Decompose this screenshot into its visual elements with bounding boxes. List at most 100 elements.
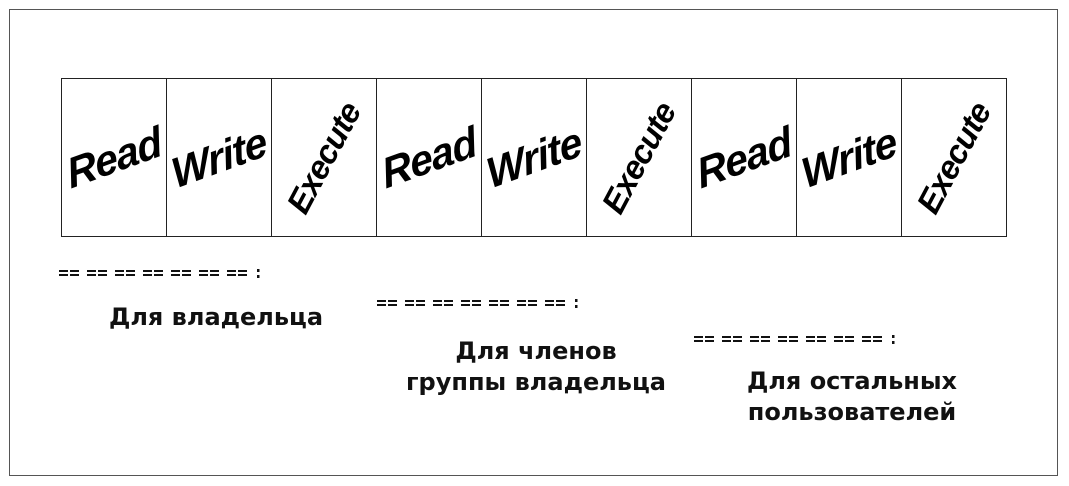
dash-mark	[545, 304, 554, 306]
permission-label: Execute	[909, 95, 998, 219]
dash-mark	[528, 304, 537, 306]
dash-mark	[517, 300, 526, 302]
dash-mark	[70, 274, 79, 276]
dash-mark	[143, 274, 152, 276]
dash-mark	[377, 300, 386, 302]
colon-mark	[892, 335, 895, 338]
permission-label: Write	[482, 116, 586, 198]
dash-mark	[705, 336, 714, 338]
others-read-cell: Read	[692, 79, 797, 236]
dash-mark	[433, 304, 442, 306]
dash-mark	[115, 274, 124, 276]
owner-write-cell: Write	[167, 79, 272, 236]
dash-mark	[143, 270, 152, 272]
dash-mark	[154, 274, 163, 276]
dash-mark	[517, 304, 526, 306]
group-dashed-bracket	[375, 297, 695, 311]
dash-mark	[444, 304, 453, 306]
dash-mark	[70, 270, 79, 272]
dash-mark	[227, 274, 236, 276]
dash-mark	[722, 340, 731, 342]
dash-mark	[761, 336, 770, 338]
colon-mark	[257, 275, 260, 278]
group-read-cell: Read	[377, 79, 482, 236]
dash-mark	[472, 304, 481, 306]
dash-mark	[388, 304, 397, 306]
dash-mark	[817, 340, 826, 342]
dash-mark	[694, 340, 703, 342]
colon-mark	[892, 341, 895, 344]
owner-dashed-bracket	[57, 267, 377, 281]
dash-mark	[845, 336, 854, 338]
permission-label: Read	[377, 116, 481, 198]
dash-mark	[461, 300, 470, 302]
group-execute-cell: Execute	[587, 79, 692, 236]
dash-mark	[489, 304, 498, 306]
dash-mark	[433, 300, 442, 302]
dash-mark	[556, 300, 565, 302]
dash-mark	[873, 336, 882, 338]
dash-mark	[227, 270, 236, 272]
group-label-line1: Для членов	[455, 337, 617, 365]
dash-mark	[528, 300, 537, 302]
dash-mark	[171, 274, 180, 276]
dash-mark	[238, 274, 247, 276]
dash-mark	[733, 336, 742, 338]
colon-mark	[575, 299, 578, 302]
group-write-cell: Write	[482, 79, 587, 236]
dash-mark	[862, 340, 871, 342]
dash-mark	[789, 340, 798, 342]
owner-label: Для владельца	[96, 302, 336, 333]
dash-mark	[834, 336, 843, 338]
others-dashed-bracket	[692, 333, 1012, 347]
dash-mark	[461, 304, 470, 306]
dash-mark	[199, 274, 208, 276]
dash-mark	[778, 336, 787, 338]
permission-label: Read	[692, 116, 796, 198]
dash-mark	[87, 274, 96, 276]
colon-mark	[575, 305, 578, 308]
dash-mark	[545, 300, 554, 302]
dash-mark	[489, 300, 498, 302]
dash-mark	[694, 336, 703, 338]
dash-mark	[789, 336, 798, 338]
dash-mark	[98, 270, 107, 272]
permission-label: Write	[797, 116, 901, 198]
dash-mark	[834, 340, 843, 342]
others-label-line2: пользователей	[747, 398, 957, 426]
dash-mark	[778, 340, 787, 342]
dash-mark	[199, 270, 208, 272]
dash-mark	[416, 304, 425, 306]
others-write-cell: Write	[797, 79, 902, 236]
dash-mark	[98, 274, 107, 276]
owner-execute-cell: Execute	[272, 79, 377, 236]
dash-mark	[405, 304, 414, 306]
dash-mark	[126, 274, 135, 276]
dash-mark	[182, 274, 191, 276]
dash-mark	[388, 300, 397, 302]
dash-mark	[733, 340, 742, 342]
dash-mark	[238, 270, 247, 272]
group-label-line2: группы владельца	[406, 368, 666, 396]
dash-mark	[845, 340, 854, 342]
dash-mark	[862, 336, 871, 338]
dash-mark	[722, 336, 731, 338]
dash-mark	[59, 270, 68, 272]
dash-mark	[817, 336, 826, 338]
permission-label: Execute	[279, 95, 368, 219]
dash-mark	[115, 270, 124, 272]
dash-mark	[806, 340, 815, 342]
dash-mark	[750, 336, 759, 338]
dash-mark	[750, 340, 759, 342]
dash-mark	[405, 300, 414, 302]
permission-label: Execute	[594, 95, 683, 219]
permission-label: Read	[62, 116, 166, 198]
dash-mark	[444, 300, 453, 302]
dash-mark	[806, 336, 815, 338]
dash-mark	[472, 300, 481, 302]
group-label: Для членов группы владельца	[386, 336, 686, 398]
others-label: Для остальных пользователей	[712, 366, 992, 428]
others-label-line1: Для остальных	[746, 367, 958, 395]
dash-mark	[87, 270, 96, 272]
dash-mark	[500, 304, 509, 306]
